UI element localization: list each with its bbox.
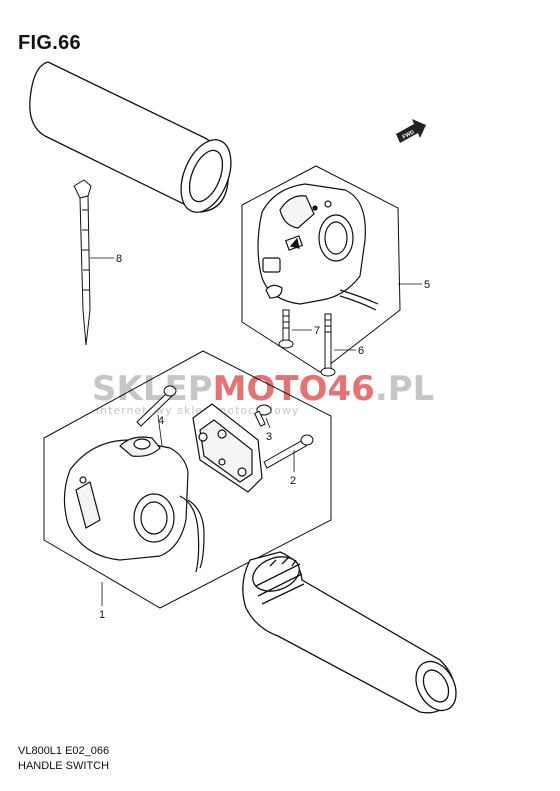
svg-text:FWD: FWD [402,129,416,140]
throttle-grip [242,551,457,714]
section-name: HANDLE SWITCH [18,760,110,772]
left-handle-switch [63,436,205,573]
callout-8: 8 [116,253,122,265]
watermark-brand-2: MOTO [213,369,328,409]
figure-title: FIG.66 [18,32,81,54]
left-switch-box [43,350,332,609]
svg-text:SKLEPMOTO46.PL: SKLEPMOTO46.PL [92,369,434,409]
watermark-brand-1: SKLEP [92,369,213,409]
left-grip [29,61,232,213]
watermark-brand-4: .PL [375,369,435,409]
screw-3 [253,404,272,427]
watermark-brand-3: 46 [328,369,375,409]
switch-clamp [192,403,263,493]
callout-1: 1 [99,609,105,621]
screw-4 [136,385,177,427]
callout-3: 3 [266,431,272,443]
callout-6: 6 [358,345,364,357]
screw-2 [263,434,314,469]
model-code: VL800L1 E02_066 [18,745,110,757]
screw-6 [320,313,336,377]
watermark: SKLEPMOTO46.PL internetowy sklep motocyk… [92,369,434,417]
callout-2: 2 [290,475,296,487]
cable-tie [73,179,92,346]
right-switch-box [241,165,401,373]
fwd-arrow-icon: FWD [396,119,426,143]
callout-4: 4 [158,415,164,427]
right-handle-switch [257,183,379,311]
callout-5: 5 [424,279,430,291]
screw-7 [278,309,294,349]
callout-7: 7 [314,325,320,337]
